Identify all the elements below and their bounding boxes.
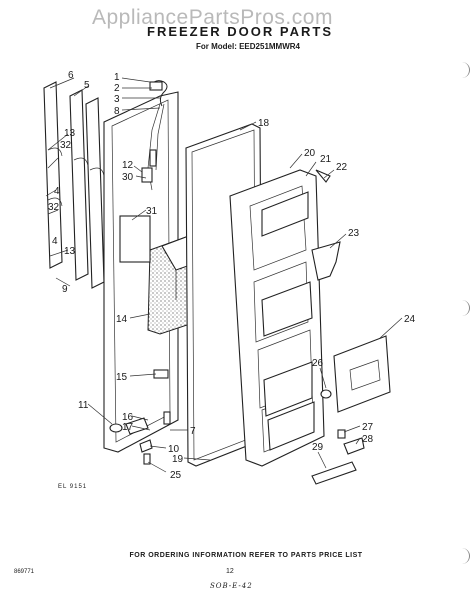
callout-5: 5 <box>84 80 90 91</box>
figure-code: EL 9151 <box>58 484 88 490</box>
callout-3: 3 <box>114 94 120 105</box>
callout-14: 14 <box>116 314 128 325</box>
watermark: AppliancePartsPros.com <box>92 6 333 29</box>
callout-6: 6 <box>68 70 74 81</box>
callout-12: 12 <box>122 160 134 171</box>
page-title: FREEZER DOOR PARTS <box>147 24 333 39</box>
model-subtitle: For Model: EED251MMWR4 <box>195 42 300 51</box>
document-number: 869771 <box>14 569 35 575</box>
callout-17: 17 <box>122 422 134 433</box>
callout-4-lower: 4 <box>52 236 58 247</box>
callout-30: 30 <box>122 172 134 183</box>
callout-10: 10 <box>168 444 180 455</box>
callout-13-upper: 13 <box>64 128 76 139</box>
leader-lines <box>45 77 403 473</box>
small-fasteners-right <box>311 169 365 485</box>
callout-15: 15 <box>116 372 128 383</box>
door-shelves <box>261 191 315 451</box>
door-wiring-harness <box>141 80 168 191</box>
callout-23: 23 <box>348 228 360 239</box>
ordering-note: FOR ORDERING INFORMATION REFER TO PARTS … <box>129 552 363 559</box>
callout-13-lower: 13 <box>64 246 76 257</box>
page-number: 12 <box>226 568 234 575</box>
handwritten-note: SOB-E-42 <box>210 582 253 590</box>
callout-labels: 1 2 3 4 4 5 6 7 8 9 10 11 12 13 13 14 15… <box>48 70 416 481</box>
door-trim-strips <box>43 81 105 289</box>
callout-25: 25 <box>170 470 182 481</box>
callout-16: 16 <box>122 412 134 423</box>
scan-edge-mark <box>461 548 470 564</box>
callout-19: 19 <box>172 454 184 465</box>
callout-24: 24 <box>404 314 416 325</box>
callout-21: 21 <box>320 154 332 165</box>
callout-26: 26 <box>312 358 324 369</box>
bottom-brackets <box>109 369 171 465</box>
callout-27: 27 <box>362 422 374 433</box>
callout-18: 18 <box>258 118 270 129</box>
callout-31: 31 <box>146 206 158 217</box>
callout-1: 1 <box>114 72 120 83</box>
scan-edge-mark <box>461 300 470 316</box>
callout-22: 22 <box>336 162 348 173</box>
callout-20: 20 <box>304 148 316 159</box>
callout-29: 29 <box>312 442 324 453</box>
callout-9: 9 <box>62 284 68 295</box>
callout-28: 28 <box>362 434 374 445</box>
callout-4-upper: 4 <box>54 186 60 197</box>
callout-2: 2 <box>114 83 120 94</box>
scan-edge-mark <box>461 62 470 78</box>
callout-8: 8 <box>114 106 120 117</box>
callout-32-lower: 32 <box>48 202 60 213</box>
callout-32-upper: 32 <box>60 140 72 151</box>
dispenser-panel <box>333 335 391 413</box>
callout-11: 11 <box>78 400 89 411</box>
callout-7: 7 <box>190 426 196 437</box>
